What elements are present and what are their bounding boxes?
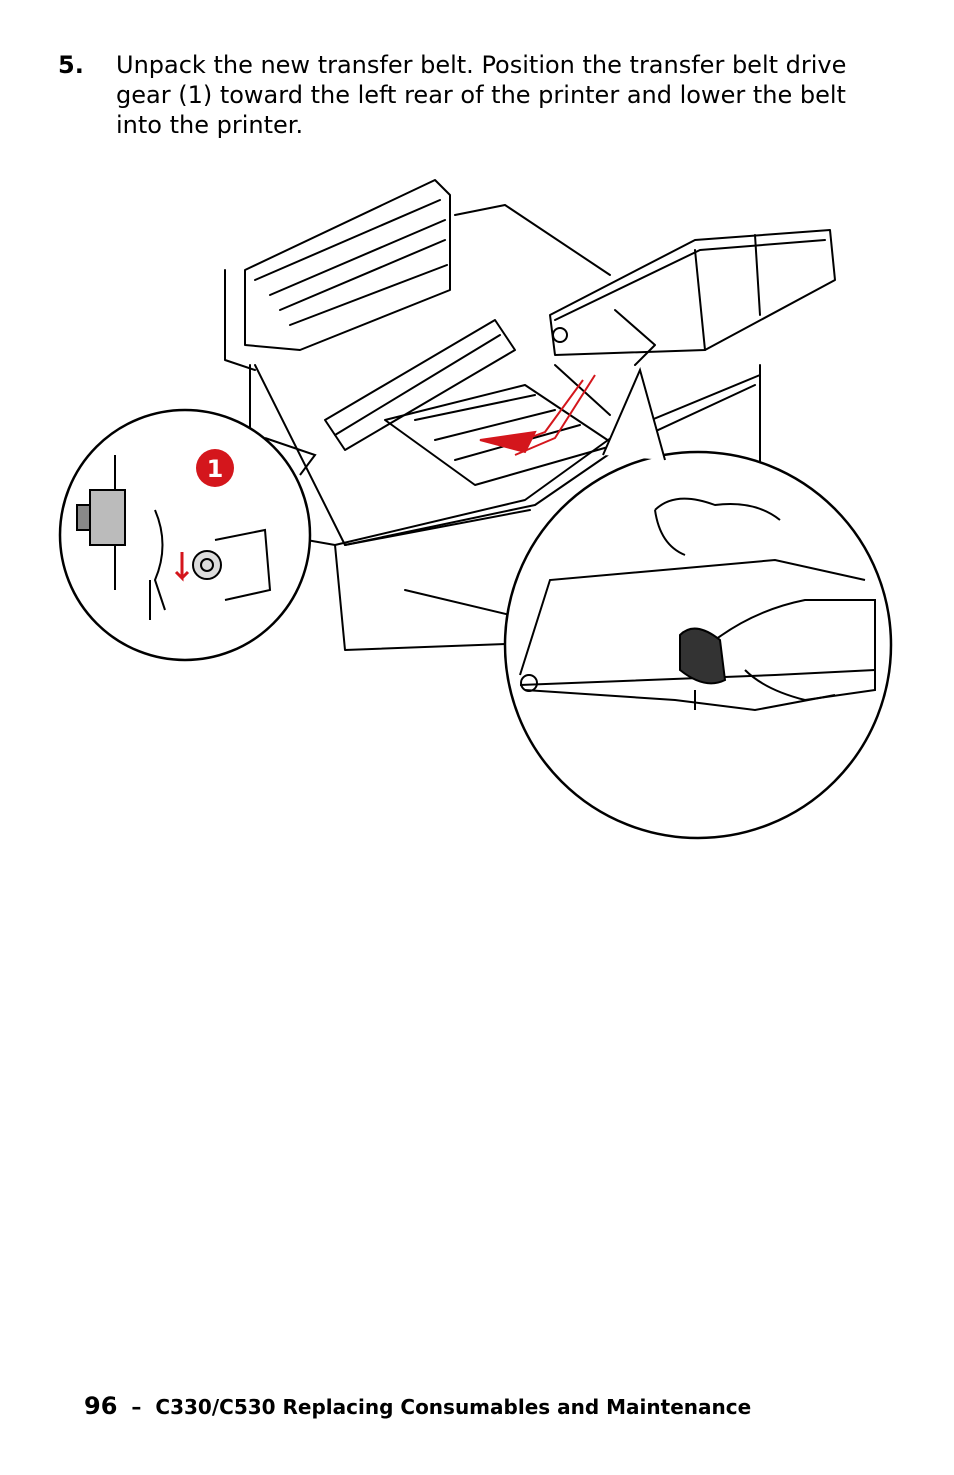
transfer-belt-illustration: 1 [58, 179, 893, 840]
opened-cover [244, 179, 611, 451]
page-footer: 96–C330/C530 Replacing Consumables and M… [84, 1392, 884, 1420]
callout-number: 1 [207, 455, 224, 483]
page-number: 96 [84, 1392, 118, 1420]
hand-detail-magnifier [503, 367, 893, 840]
gear-detail-magnifier: 1 [58, 408, 317, 662]
footer-separator: – [131, 1395, 142, 1419]
callout-badge [196, 449, 234, 487]
transfer-belt-unit [549, 229, 836, 366]
insert-direction-arrow [479, 374, 596, 456]
step-number: 5. [58, 51, 84, 79]
step-text: Unpack the new transfer belt. Position t… [116, 51, 847, 139]
footer-title: C330/C530 Replacing Consumables and Main… [155, 1395, 752, 1419]
